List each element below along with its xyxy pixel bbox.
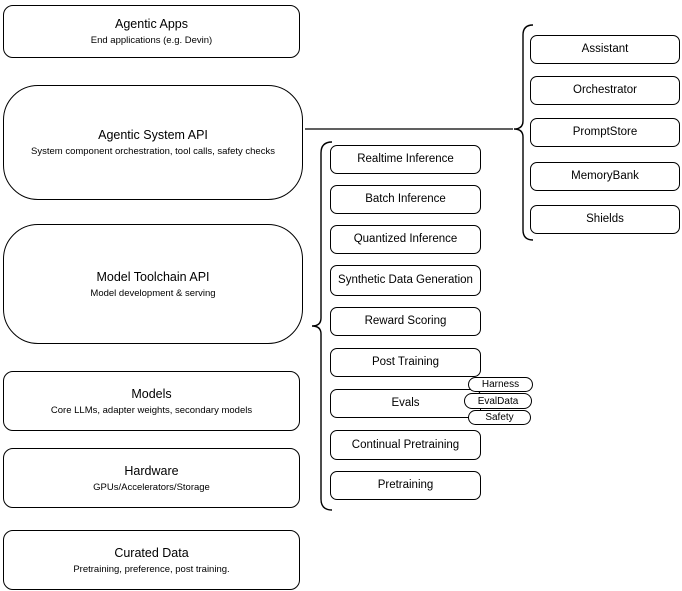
tag-safety: Safety [468,410,531,425]
node-orchestrator: Orchestrator [530,76,680,105]
node-quantized-inference: Quantized Inference [330,225,481,254]
node-assistant: Assistant [530,35,680,64]
node-models: Models Core LLMs, adapter weights, secon… [3,371,300,431]
node-title: Curated Data [114,545,189,560]
node-agentic-system-api: Agentic System API System component orch… [3,85,303,200]
tag-harness: Harness [468,377,533,392]
node-shields: Shields [530,205,680,234]
node-subtitle: System component orchestration, tool cal… [31,146,275,157]
node-title: Agentic System API [98,128,208,142]
node-agentic-apps: Agentic Apps End applications (e.g. Devi… [3,5,300,58]
node-post-training: Post Training [330,348,481,377]
node-subtitle: GPUs/Accelerators/Storage [93,481,210,493]
node-batch-inference: Batch Inference [330,185,481,214]
node-hardware: Hardware GPUs/Accelerators/Storage [3,448,300,508]
node-title: Agentic Apps [115,17,188,31]
node-model-toolchain-api: Model Toolchain API Model development & … [3,224,303,344]
node-pretraining: Pretraining [330,471,481,500]
node-subtitle: Pretraining, preference, post training. [73,563,230,575]
node-title: Models [131,386,172,401]
node-realtime-inference: Realtime Inference [330,145,481,174]
node-title: Model Toolchain API [96,269,210,284]
node-subtitle: Core LLMs, adapter weights, secondary mo… [50,404,253,416]
node-synthetic-data-generation: Synthetic Data Generation [330,265,481,296]
toolchain-group-brace-icon [311,141,333,511]
node-curated-data: Curated Data Pretraining, preference, po… [3,530,300,590]
node-promptstore: PromptStore [530,118,680,147]
node-continual-pretraining: Continual Pretraining [330,430,481,460]
node-subtitle: Model development & serving [90,287,216,299]
node-evals: Evals [330,389,481,418]
node-subtitle: End applications (e.g. Devin) [90,35,213,46]
node-title: Hardware [124,463,179,478]
tag-evaldata: EvalData [464,393,532,409]
node-reward-scoring: Reward Scoring [330,307,481,336]
node-memorybank: MemoryBank [530,162,680,191]
